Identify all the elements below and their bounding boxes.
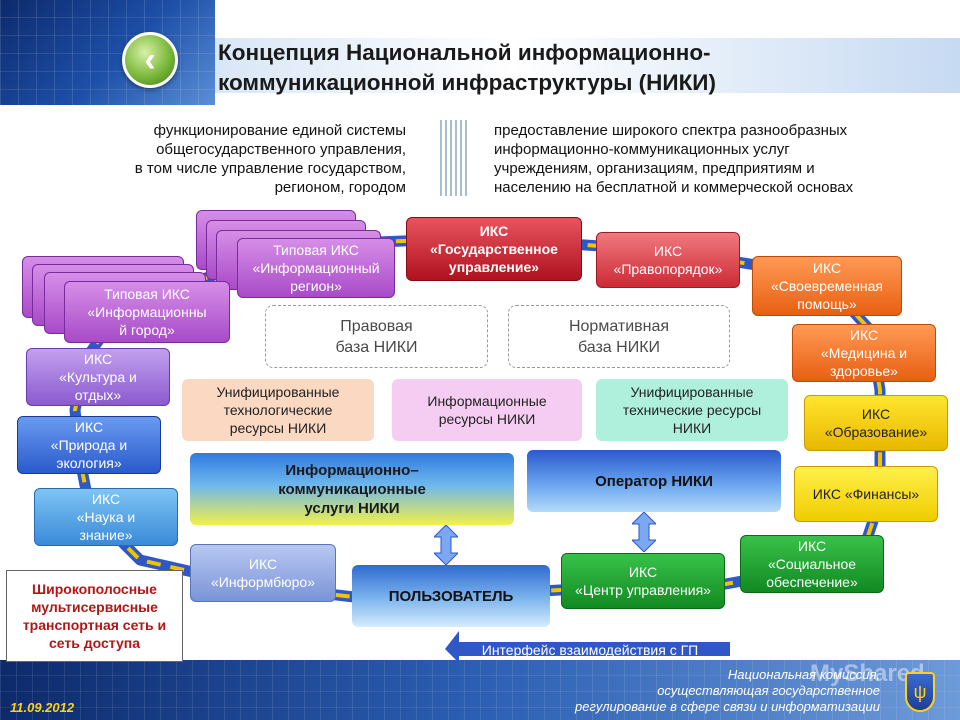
arrow-services-user: [434, 525, 458, 565]
node-social[interactable]: ИКС «Социальное обеспечение»: [740, 535, 884, 593]
interface-arrow: [445, 631, 730, 663]
node-nature[interactable]: ИКС «Природа и экология»: [17, 416, 161, 474]
footer-org: Национальная комиссия, осуществляющая го…: [574, 667, 880, 714]
header-decor-left: [0, 0, 215, 105]
intro-left: функционирование единой системы общегосу…: [134, 122, 406, 196]
node-info-region[interactable]: Типовая ИКС «Информационный регион»: [237, 238, 395, 298]
user[interactable]: ПОЛЬЗОВАТЕЛЬ: [352, 565, 550, 627]
node-science[interactable]: ИКС «Наука и знание»: [34, 488, 178, 546]
interface-label: Интерфейс взаимодействия с ГП: [481, 642, 699, 658]
normative-base: Нормативная база НИКИ: [508, 305, 730, 368]
slide-date: 11.09.2012: [10, 700, 75, 715]
node-infobureau[interactable]: ИКС «Информбюро»: [190, 544, 336, 602]
node-education[interactable]: ИКС «Образование»: [804, 395, 948, 451]
info-resources[interactable]: Информационные ресурсы НИКИ: [392, 379, 582, 441]
header-decor-band: [215, 38, 960, 93]
transport-network-callout: Широкополосные мультисервисные транспорт…: [6, 570, 183, 662]
node-culture[interactable]: ИКС «Культура и отдых»: [26, 348, 170, 406]
intro-right: предоставление широкого спектра разнообр…: [494, 122, 854, 196]
node-info-city[interactable]: Типовая ИКС «Информационны й город»: [64, 281, 230, 343]
node-finance[interactable]: ИКС «Финансы»: [794, 466, 938, 522]
node-gov[interactable]: ИКС «Государственное управление»: [406, 217, 582, 281]
divider: [440, 120, 470, 196]
ict-services[interactable]: Информационно– коммуникационные услуги Н…: [190, 453, 514, 525]
arrow-operator-control: [632, 512, 656, 552]
back-button[interactable]: ‹: [122, 32, 178, 88]
node-law[interactable]: ИКС «Правопорядок»: [596, 232, 740, 288]
tech-resources[interactable]: Унифицированные технологические ресурсы …: [182, 379, 374, 441]
footer-decor-band: [0, 660, 960, 720]
legal-base: Правовая база НИКИ: [265, 305, 488, 368]
operator[interactable]: Оператор НИКИ: [527, 450, 781, 512]
page-title: Концепция Национальной информационно- ко…: [218, 40, 716, 95]
node-medicine[interactable]: ИКС «Медицина и здоровье»: [792, 324, 936, 382]
emblem-icon: ψ: [905, 672, 935, 712]
technical-resources[interactable]: Унифицированные технические ресурсы НИКИ: [596, 379, 788, 441]
node-help[interactable]: ИКС «Своевременная помощь»: [752, 256, 902, 316]
node-control-center[interactable]: ИКС «Центр управления»: [561, 553, 725, 609]
back-arrow-icon: ‹: [144, 41, 156, 79]
